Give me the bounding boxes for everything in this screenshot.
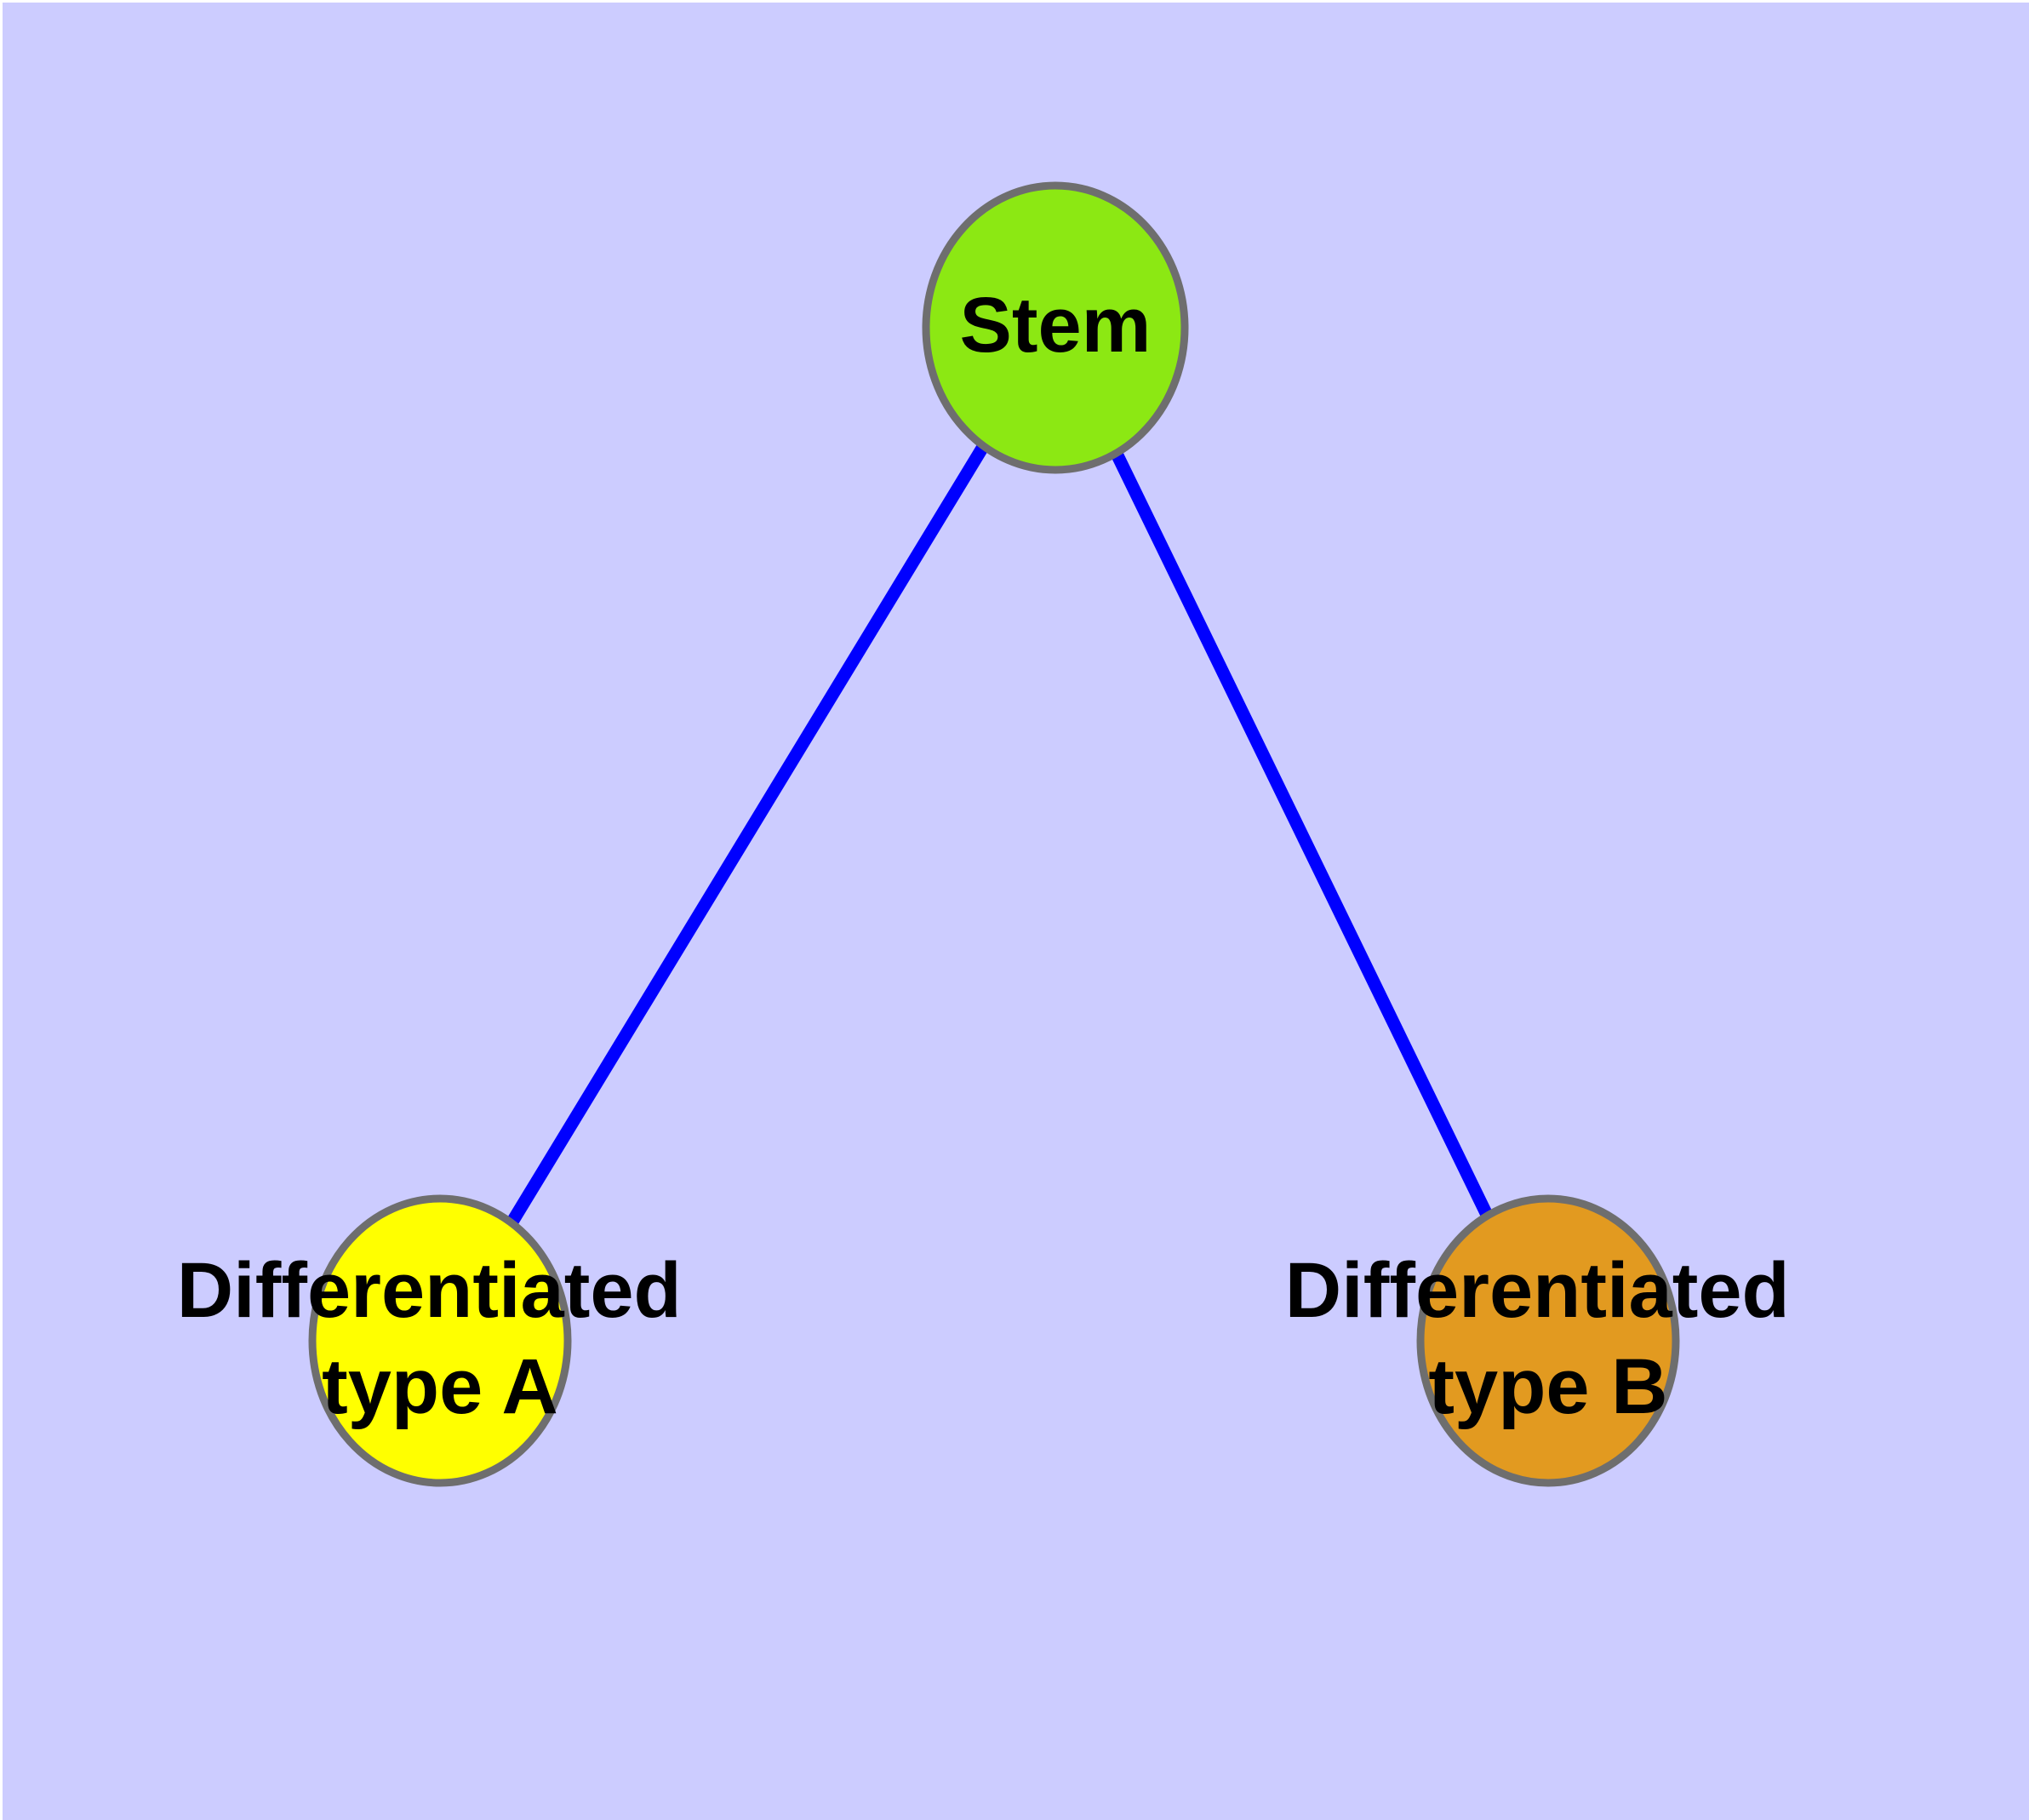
node-differentiated-type-a: Differentiated type A <box>177 1194 704 1487</box>
node-differentiated-type-b-circle <box>1416 1194 1680 1487</box>
node-differentiated-type-b: Differentiated type B <box>1285 1194 1812 1487</box>
node-differentiated-type-a-circle <box>308 1194 572 1487</box>
edge-stem-to-type-b <box>1049 324 1554 1344</box>
node-differentiated-type-b-label-line1: Differentiated <box>1285 1247 1790 1334</box>
node-stem: Stem <box>922 181 1189 474</box>
canvas-margin-top <box>0 0 2029 3</box>
edge-stem-to-type-a <box>434 324 1061 1344</box>
canvas-margin-left <box>0 0 3 1820</box>
node-differentiated-type-a-label-line1: Differentiated <box>177 1247 682 1334</box>
node-differentiated-type-a-label: Differentiated type A <box>177 1247 704 1430</box>
node-differentiated-type-a-label-line2: type A <box>322 1343 558 1430</box>
node-differentiated-type-b-label-line2: type B <box>1428 1343 1667 1430</box>
node-differentiated-type-b-label: Differentiated type B <box>1285 1247 1812 1430</box>
node-stem-circle <box>922 181 1189 474</box>
node-stem-label: Stem <box>960 282 1152 369</box>
